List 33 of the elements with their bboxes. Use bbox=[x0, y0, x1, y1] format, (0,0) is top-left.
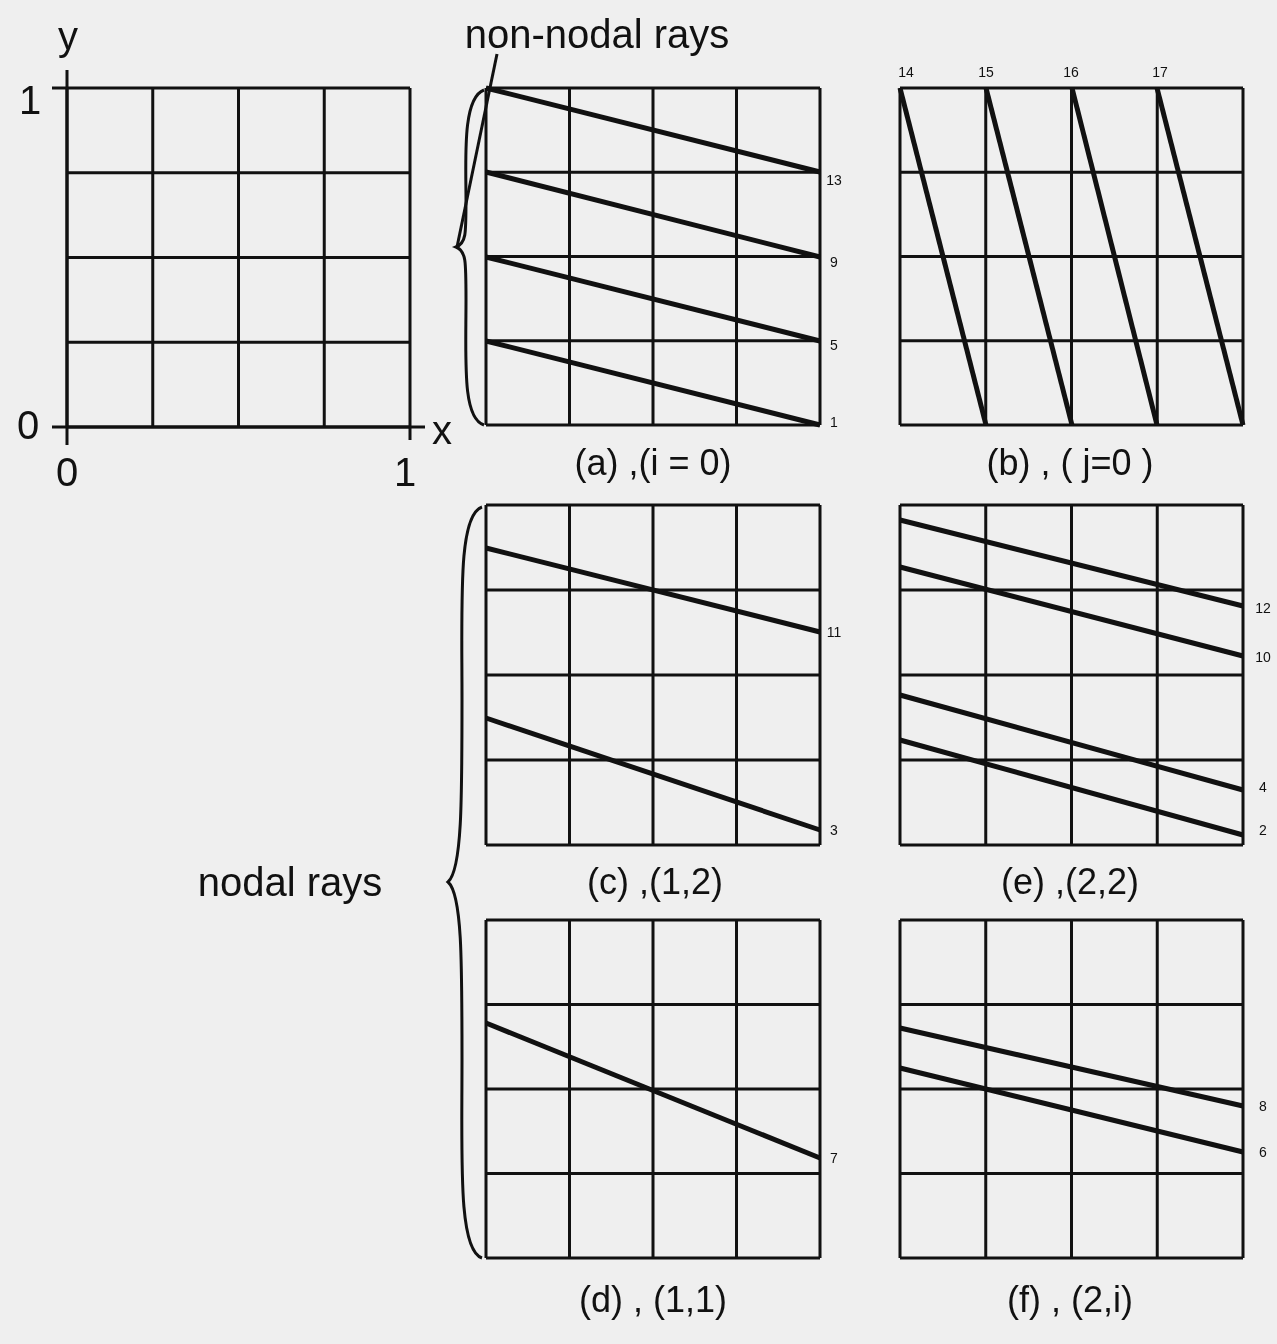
ray-number: 10 bbox=[1255, 650, 1271, 664]
axis-label: x bbox=[432, 410, 452, 450]
panel-caption: (e) ,(2,2) bbox=[1001, 864, 1139, 900]
ray-number: 1 bbox=[830, 415, 838, 429]
axis-label: 0 bbox=[16, 405, 40, 445]
ray-number: 12 bbox=[1255, 601, 1271, 615]
axis-label: y bbox=[58, 16, 78, 56]
ray-number: 2 bbox=[1259, 823, 1267, 837]
ray-number: 17 bbox=[1152, 65, 1168, 79]
ray-number: 16 bbox=[1063, 65, 1079, 79]
axis-label: 0 bbox=[55, 452, 79, 492]
ray-number: 3 bbox=[830, 823, 838, 837]
panel-caption: (b) , ( j=0 ) bbox=[986, 445, 1154, 481]
ray-number: 9 bbox=[830, 255, 838, 269]
ray-number: 7 bbox=[830, 1151, 838, 1165]
callout-label: non-nodal rays bbox=[464, 14, 730, 54]
ray-number: 11 bbox=[826, 625, 842, 639]
ray-number: 4 bbox=[1259, 780, 1267, 794]
leader-line bbox=[455, 53, 499, 248]
panel-caption: (a) ,(i = 0) bbox=[574, 445, 732, 481]
panel-caption: (d) , (1,1) bbox=[579, 1282, 727, 1318]
panel-caption: (c) ,(1,2) bbox=[587, 864, 723, 900]
curly-brace bbox=[454, 88, 485, 427]
panel-caption: (f) , (2,i) bbox=[1007, 1282, 1133, 1318]
ray-number: 14 bbox=[898, 65, 914, 79]
axis-label: 1 bbox=[18, 80, 42, 120]
ray-number: 15 bbox=[978, 65, 994, 79]
axis-label: 1 bbox=[393, 452, 417, 492]
ray-number: 13 bbox=[826, 173, 842, 187]
brace-label: nodal rays bbox=[197, 862, 383, 902]
ray-number: 8 bbox=[1259, 1099, 1267, 1113]
ray-number: 5 bbox=[830, 338, 838, 352]
ray-number: 6 bbox=[1259, 1145, 1267, 1159]
